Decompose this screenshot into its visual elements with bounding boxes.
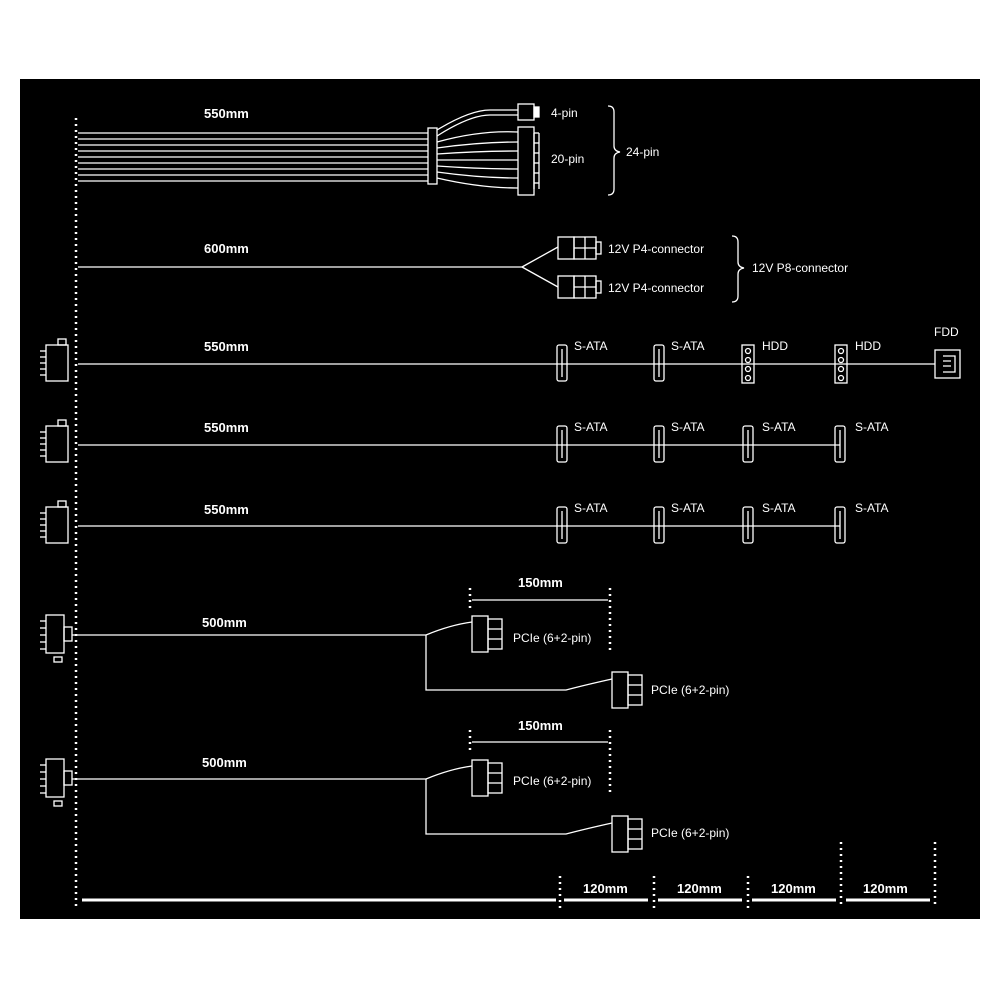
sata-label: S-ATA <box>574 339 608 353</box>
pcie-cable-2 <box>72 730 643 853</box>
psu-plug-sata-hdd <box>40 338 69 382</box>
p4-connector-a-label: 12V P4-connector <box>608 242 704 256</box>
scale-segment-label: 120mm <box>771 881 816 896</box>
atx-fanout-wires <box>436 109 519 189</box>
pcie-2-branch-length-label: 150mm <box>518 718 563 733</box>
sata-connector <box>834 425 846 463</box>
atx-4pin-connector <box>517 103 540 121</box>
sata-label: S-ATA <box>671 501 705 515</box>
atx-24pin-label: 24-pin <box>626 145 659 159</box>
p4-connector-b-label: 12V P4-connector <box>608 281 704 295</box>
cpu-cable <box>78 235 745 303</box>
sata-connector <box>742 425 754 463</box>
atx-length-label: 550mm <box>204 106 249 121</box>
sata-hdd-length-label: 550mm <box>204 339 249 354</box>
atx-wire-bundle <box>78 132 428 182</box>
pcie-connector <box>611 671 643 709</box>
atx-24pin-brace <box>607 105 621 196</box>
sata-label: S-ATA <box>855 420 889 434</box>
sata-label: S-ATA <box>671 420 705 434</box>
sata-cable-1 <box>78 425 846 463</box>
sata-label: S-ATA <box>762 420 796 434</box>
pcie-connector <box>611 815 643 853</box>
psu-plug-sata-1 <box>40 419 69 463</box>
pcie-1-branch-length-label: 150mm <box>518 575 563 590</box>
sata-connector <box>742 506 754 544</box>
sata-connector <box>653 506 665 544</box>
pcie-connector-label: PCIe (6+2-pin) <box>513 774 591 788</box>
scale-segment-label: 120mm <box>583 881 628 896</box>
hdd-label: HDD <box>855 339 881 353</box>
pcie-connector <box>471 759 503 797</box>
fdd-label: FDD <box>934 325 959 339</box>
sata-label: S-ATA <box>671 339 705 353</box>
scale-bar <box>82 842 937 908</box>
psu-plug-sata-2 <box>40 500 69 544</box>
sata-label: S-ATA <box>762 501 796 515</box>
sata-label: S-ATA <box>855 501 889 515</box>
pcie-connector-label: PCIe (6+2-pin) <box>513 631 591 645</box>
molex-hdd-connector <box>741 344 755 384</box>
scale-segment-label: 120mm <box>863 881 908 896</box>
p4-connector-b <box>557 275 602 299</box>
molex-hdd-connector <box>834 344 848 384</box>
psu-plug-pcie-1 <box>40 614 73 663</box>
fdd-connector <box>934 349 961 379</box>
pcie-connector-label: PCIe (6+2-pin) <box>651 683 729 697</box>
pcie-2-length-label: 500mm <box>202 755 247 770</box>
sata-connector <box>653 425 665 463</box>
sata-1-length-label: 550mm <box>204 420 249 435</box>
atx-20pin-connector <box>517 126 540 196</box>
sata-connector <box>556 344 568 382</box>
sata-cable-2 <box>78 506 846 544</box>
pcie-cable-1 <box>72 588 643 709</box>
pcie-1-length-label: 500mm <box>202 615 247 630</box>
sata-label: S-ATA <box>574 420 608 434</box>
sata-2-length-label: 550mm <box>204 502 249 517</box>
sata-connector <box>556 425 568 463</box>
sata-connector <box>556 506 568 544</box>
atx-cable <box>78 103 621 196</box>
sata-label: S-ATA <box>574 501 608 515</box>
atx-20pin-label: 20-pin <box>551 152 584 166</box>
p4-connector-a <box>557 236 602 260</box>
cpu-length-label: 600mm <box>204 241 249 256</box>
pcie-connector <box>471 615 503 653</box>
p8-brace <box>731 235 745 303</box>
sata-connector <box>834 506 846 544</box>
hdd-label: HDD <box>762 339 788 353</box>
sata-hdd-cable <box>78 344 961 384</box>
cable-sleeve-clip <box>427 127 438 185</box>
sata-connector <box>653 344 665 382</box>
p8-connector-label: 12V P8-connector <box>752 261 848 275</box>
atx-4pin-label: 4-pin <box>551 106 578 120</box>
psu-plug-pcie-2 <box>40 758 73 807</box>
pcie-connector-label: PCIe (6+2-pin) <box>651 826 729 840</box>
scale-segment-label: 120mm <box>677 881 722 896</box>
